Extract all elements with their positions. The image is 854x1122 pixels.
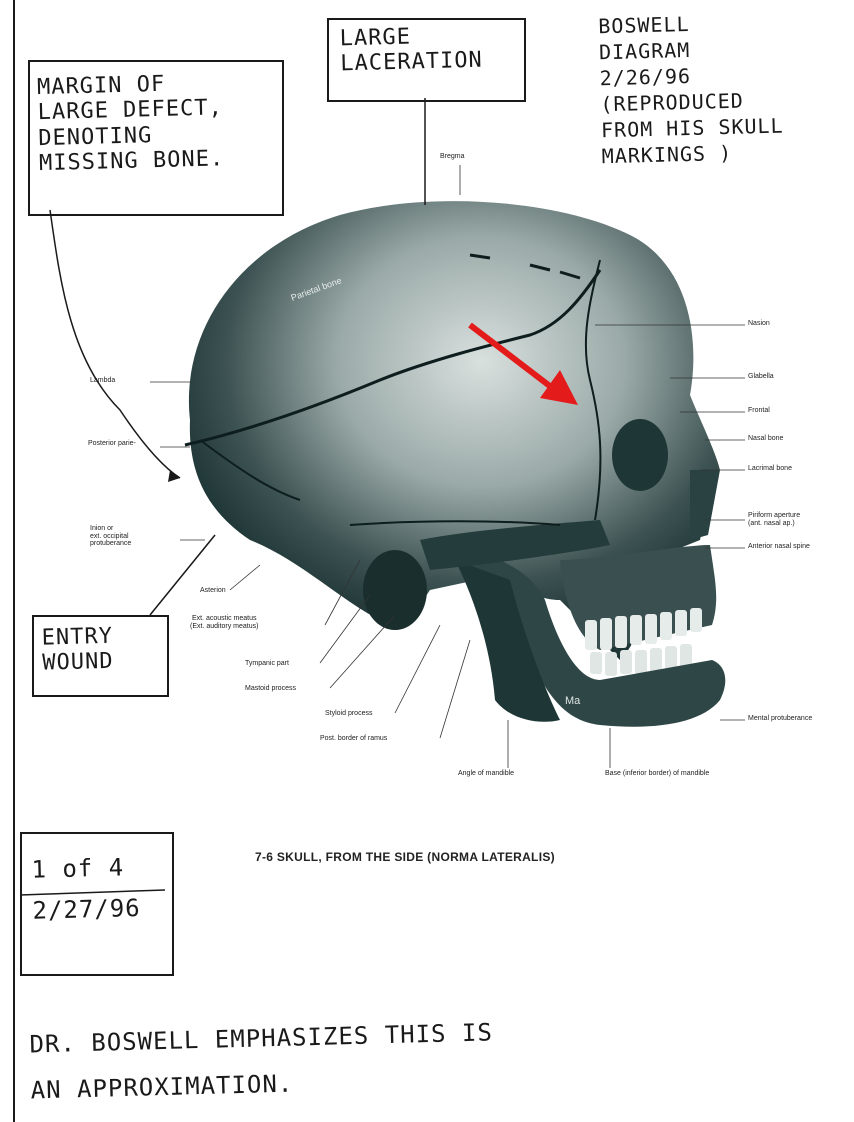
- label-frontal: Frontal: [748, 407, 770, 415]
- label-asterion: Asterion: [200, 587, 226, 595]
- entry-wound-note: ENTRY WOUND: [41, 622, 162, 676]
- label-ma: Ma: [565, 695, 580, 707]
- margin-leader: [50, 210, 180, 478]
- label-mental-protuberance: Mental protuberance: [748, 715, 812, 723]
- label-angle-mandible: Angle of mandible: [458, 770, 514, 778]
- label-tympanic: Tympanic part: [245, 660, 289, 668]
- mastoid-area: [363, 550, 427, 630]
- label-base-mandible: Base (inferior border) of mandible: [605, 770, 709, 778]
- orbit: [612, 419, 668, 491]
- label-lacrimal-bone: Lacrimal bone: [748, 465, 792, 473]
- label-nasal-bone: Nasal bone: [748, 435, 783, 443]
- label-lambda: Lambda: [90, 377, 115, 385]
- signature-note: 1 of 4 2/27/96: [31, 846, 168, 931]
- laceration-note: LARGE LACERATION: [339, 22, 520, 77]
- entry-leader: [150, 535, 215, 615]
- label-bregma: Bregma: [440, 153, 465, 161]
- label-mastoid: Mastoid process: [245, 685, 296, 693]
- label-posterior-parietal: Posterior parie-: [88, 440, 136, 448]
- margin-defect-note: MARGIN OF LARGE DEFECT, DENOTING MISSING…: [37, 69, 280, 176]
- label-ext-acoustic: Ext. acoustic meatus (Ext. auditory meat…: [190, 615, 258, 630]
- nasal-cavity: [690, 470, 720, 540]
- label-inion: Inion or ext. occipital protuberance: [90, 525, 131, 548]
- figure-caption: 7-6 SKULL, FROM THE SIDE (NORMA LATERALI…: [255, 850, 555, 864]
- label-glabella: Glabella: [748, 373, 774, 381]
- label-nasion: Nasion: [748, 320, 770, 328]
- label-ant-nasal-spine: Anterior nasal spine: [748, 543, 810, 551]
- label-piriform: Piriform aperture (ant. nasal ap.): [748, 512, 800, 527]
- label-post-border-ramus: Post. border of ramus: [320, 735, 387, 743]
- boswell-diagram-note: BOSWELL DIAGRAM 2/26/96 (REPRODUCED FROM…: [598, 7, 852, 169]
- label-styloid: Styloid process: [325, 710, 372, 718]
